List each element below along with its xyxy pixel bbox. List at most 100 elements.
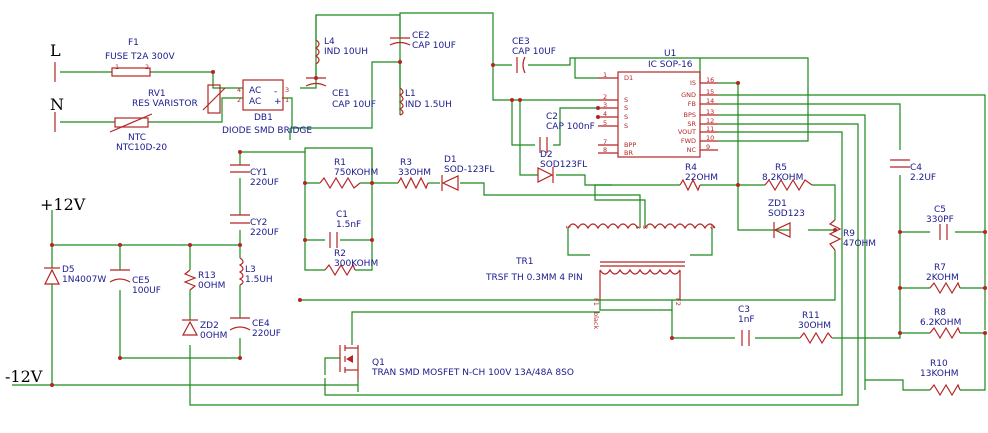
l4-ref: L4 [324,37,335,47]
f1-pin1: 1 [115,63,119,71]
d2-value: SOD123FL [540,160,587,170]
c4-ref: C4 [910,163,922,173]
u1-pin-name: FWD [681,137,696,145]
d2-ref: D2 [540,150,553,160]
u1-pin-number: 12 [706,117,714,125]
cy2-value: 220UF [250,228,279,238]
ntc-value: NTC10D-20 [116,143,167,153]
l3-value: 1.5UH [245,275,273,285]
r8-ref: R8 [934,308,946,318]
transformer-secondary [599,268,681,275]
resistor-r8 [929,326,961,340]
ce5-value: 100UF [132,286,161,296]
cy1-value: 220UF [250,178,279,188]
varistor-rv1 [207,84,221,114]
u1-pin-number: 5 [603,119,607,127]
r4-ref: R4 [685,163,697,173]
zener-zd1 [773,222,791,238]
u1-pin-name: VOUT [678,128,696,136]
db1-minus: - [274,87,277,97]
d5-value: 1N4007W [62,275,106,285]
r4-value: 22OHM [685,173,718,183]
rv1-ref: RV1 [148,89,166,99]
tr1-ref: TR1 [515,257,533,267]
ce3-value: CAP 10UF [512,47,556,57]
db1-ac2: AC [249,97,261,107]
c5-ref: C5 [934,205,946,215]
db1-ref: DB1 [254,113,273,123]
capacitor-ce1 [305,82,327,87]
tr1-f2: F2 [674,298,682,306]
resistor-r2 [324,263,356,277]
r7-value: 2KOHM [926,273,959,283]
c3-ref: C3 [738,305,750,315]
resistor-r9 [828,219,842,251]
c1-value: 1.5nF [336,220,361,230]
rail-n-label: N [50,95,64,114]
u1-ref: U1 [664,49,676,59]
tr1-pin1: 1 [564,225,572,229]
cy2-ref: CY2 [250,218,267,228]
r5-ref: R5 [775,163,787,173]
u1-pin-number: 4 [603,110,607,118]
u1-pin-name: BPS [683,111,696,119]
capacitor-ce2 [389,41,411,46]
db1-pin4: 4 [237,86,241,94]
inductor-l3 [238,257,244,286]
resistor-r1 [319,176,361,190]
r9-ref: R9 [843,229,855,239]
ntc-thermistor [114,117,149,128]
u1-pin-number: 13 [706,108,714,116]
r13-ref: R13 [198,271,216,281]
db1-ac1: AC [249,86,261,96]
wires [12,12,986,406]
resistor-r3 [397,176,429,190]
resistor-r4 [679,178,701,192]
c5-value: 330PF [926,215,954,225]
db1-pin2: 2 [237,96,241,104]
c3-value: 1nF [738,315,755,325]
resistor-r10 [929,383,961,397]
d5-ref: D5 [62,265,75,275]
mosfet-q1 [339,345,359,380]
ce1-ref: CE1 [332,89,350,99]
components [44,37,961,397]
r3-value: 33OHM [398,168,431,178]
ce5-ref: CE5 [132,276,150,286]
cy1-ref: CY1 [250,168,267,178]
r7-ref: R7 [934,263,946,273]
labels: L N +12V -12V F1 FUSE T2A 300V 1 2 RV1 R… [5,31,961,386]
u1-pin-name: BPP [624,141,636,149]
diode-d2 [537,167,554,183]
l1-value: IND 1.5UH [405,100,452,110]
q1-ref: Q1 [372,358,385,368]
u1-pin-number: 8 [603,146,607,154]
u1-pin-number: 7 [603,138,607,146]
r8-value: 6.2KOHM [920,318,961,328]
zd1-value: SOD123 [768,209,805,219]
db1-plus: + [274,97,282,107]
u1-pin-name: IS [690,79,696,87]
transformer-primary-b [644,223,716,230]
ce4-value: 220UF [252,329,281,339]
r2-ref: R2 [334,249,346,259]
rv1-value: RES VARISTOR [132,99,198,109]
u1-pin-number: 2 [603,93,607,101]
f1-ref: F1 [128,38,139,48]
resistor-r11 [799,331,833,345]
ce2-value: CAP 10UF [412,41,456,51]
u1-pin-number: 11 [706,125,714,133]
transformer-primary-a [567,223,639,230]
u1-pin-number: 16 [706,76,714,84]
r10-ref: R10 [930,359,948,369]
tr1-black: black [592,312,600,329]
u1-pin-name: D1 [624,74,633,82]
u1-pin-number: 14 [706,97,714,105]
fuse-f1 [111,67,151,77]
u1-pin-name: BR [624,149,633,157]
rail-m12-label: -12V [5,367,43,386]
u1-pin-name: NC [687,146,697,154]
rail-p12-label: +12V [40,195,86,214]
tr1-pin3b: 3 [641,225,649,229]
f1-pin2: 2 [145,63,149,71]
